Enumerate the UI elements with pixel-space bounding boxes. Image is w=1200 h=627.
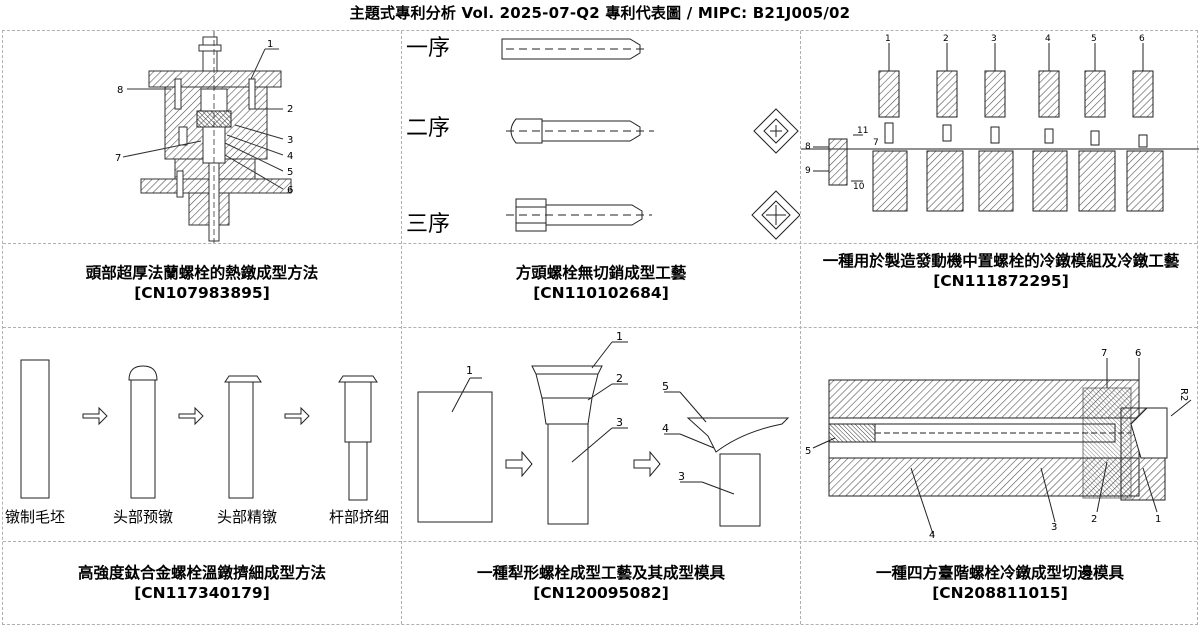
patent-title: 一種用於製造發動機中置螺栓的冷鐓模組及冷鐓工藝 [822, 252, 1180, 270]
svg-text:1: 1 [885, 34, 891, 44]
svg-text:5: 5 [1091, 34, 1097, 44]
figure-label-2: 二序 [406, 116, 450, 141]
divider [3, 541, 1197, 542]
svg-text:7: 7 [115, 153, 121, 164]
patent-number: [CN110102684] [533, 284, 669, 302]
svg-text:3: 3 [991, 34, 997, 44]
page-header: 主題式專利分析 Vol. 2025-07-Q2 專利代表圖 / MIPC: B2… [0, 0, 1200, 30]
patent-figure-1: 1 2 3 4 5 6 7 8 [3, 31, 401, 243]
header-title: 主題式專利分析 Vol. 2025-07-Q2 專利代表圖 / MIPC: B2… [349, 4, 851, 22]
svg-text:5: 5 [287, 167, 293, 178]
patent-caption-6: 一種四方臺階螺栓冷鐓成型切邊模具 [CN208811015] [801, 563, 1199, 603]
svg-text:5: 5 [662, 380, 669, 393]
svg-text:4: 4 [929, 530, 935, 541]
figure-label-3: 头部精镦 [217, 508, 277, 526]
svg-text:1: 1 [466, 364, 473, 377]
svg-text:4: 4 [662, 422, 669, 435]
patent-title: 一種犁形螺栓成型工藝及其成型模具 [476, 564, 725, 582]
patent-number: [CN208811015] [932, 584, 1068, 602]
patent-title: 方頭螺栓無切銷成型工藝 [515, 264, 687, 282]
patent-title: 頭部超厚法蘭螺栓的熱鐓成型方法 [85, 264, 319, 282]
svg-text:2: 2 [616, 372, 623, 385]
svg-text:5: 5 [805, 446, 811, 457]
svg-text:R2: R2 [1178, 388, 1189, 401]
svg-text:7: 7 [1101, 348, 1107, 359]
patent-caption-1: 頭部超厚法蘭螺栓的熱鐓成型方法 [CN107983895] [3, 263, 401, 303]
svg-text:8: 8 [805, 142, 811, 152]
patent-figure-2: 一序 二序 三序 [402, 31, 801, 243]
patent-title: 高強度鈦合金螺栓溫鐓擠細成型方法 [77, 564, 326, 582]
patent-caption-5: 一種犁形螺栓成型工藝及其成型模具 [CN120095082] [402, 563, 800, 603]
svg-text:11: 11 [857, 126, 868, 136]
figure-label-1: 镦制毛坯 [5, 508, 65, 526]
patent-number: [CN111872295] [933, 272, 1069, 290]
patent-figure-5: 1 1 2 3 5 4 3 [402, 328, 800, 541]
svg-text:9: 9 [805, 166, 811, 176]
svg-text:1: 1 [267, 39, 273, 50]
svg-text:6: 6 [1135, 348, 1141, 359]
figure-label-3: 三序 [406, 212, 450, 237]
patent-caption-4: 高強度鈦合金螺栓溫鐓擠細成型方法 [CN117340179] [3, 563, 401, 603]
svg-text:4: 4 [1045, 34, 1051, 44]
divider [3, 327, 1197, 328]
svg-text:1: 1 [616, 330, 623, 343]
figure-label-1: 一序 [406, 36, 450, 61]
patent-number: [CN120095082] [533, 584, 669, 602]
patent-number: [CN107983895] [134, 284, 270, 302]
svg-text:3: 3 [1051, 522, 1057, 533]
patent-figure-3: 1 2 3 4 5 6 7 8 9 11 10 [801, 31, 1199, 243]
svg-text:2: 2 [287, 104, 293, 115]
svg-text:7: 7 [873, 138, 879, 148]
patent-figure-6: 7 6 R2 5 4 3 2 1 [801, 328, 1199, 541]
svg-text:3: 3 [287, 135, 293, 146]
patent-title: 一種四方臺階螺栓冷鐓成型切邊模具 [875, 564, 1124, 582]
svg-text:2: 2 [943, 34, 949, 44]
figure-label-2: 头部预镦 [113, 508, 173, 526]
patent-number: [CN117340179] [134, 584, 270, 602]
svg-text:3: 3 [616, 416, 623, 429]
svg-text:4: 4 [287, 151, 293, 162]
patent-grid: 1 2 3 4 5 6 7 8 一序 二序 三序 [2, 30, 1199, 625]
figure-label-4: 杆部挤细 [329, 508, 389, 526]
patent-caption-2: 方頭螺栓無切銷成型工藝 [CN110102684] [402, 263, 800, 303]
svg-text:3: 3 [678, 470, 685, 483]
patent-caption-3: 一種用於製造發動機中置螺栓的冷鐓模組及冷鐓工藝 [CN111872295] [809, 251, 1193, 291]
svg-text:6: 6 [1139, 34, 1145, 44]
svg-text:6: 6 [287, 185, 293, 196]
divider [3, 243, 1197, 244]
svg-text:1: 1 [1155, 514, 1161, 525]
svg-text:2: 2 [1091, 514, 1097, 525]
svg-text:10: 10 [853, 182, 865, 192]
svg-text:8: 8 [117, 85, 123, 96]
patent-figure-4: 镦制毛坯 头部预镦 头部精镦 杆部挤细 [3, 328, 401, 541]
